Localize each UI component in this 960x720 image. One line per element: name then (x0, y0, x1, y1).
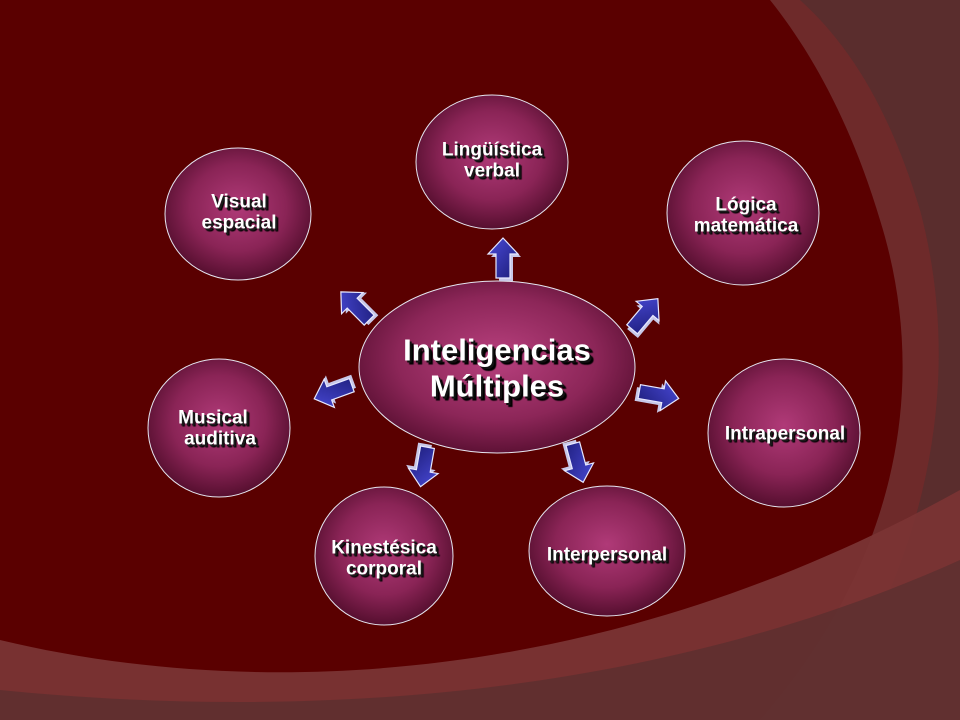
label-intrapersonal: Intrapersonal (725, 423, 845, 444)
node-linguistica (415, 94, 569, 230)
label-visual-line1: Visual (211, 191, 267, 213)
arrow-to-musical-icon (313, 374, 356, 409)
label-logica-line2: matemática (693, 216, 799, 237)
center-title: Inteligencias Múltiples (403, 332, 591, 403)
label-interpersonal: Interpersonal (547, 544, 667, 565)
center-title-line1: Inteligencias (403, 332, 591, 368)
label-visual: Visual espacial (202, 192, 277, 235)
label-kinestesica-line2: corporal (345, 559, 423, 580)
arrow-to-visual-body (340, 291, 375, 326)
arrow-to-interpersonal-body (563, 441, 595, 484)
node-interpersonal (528, 485, 686, 617)
node-visual (164, 147, 312, 281)
arrow-to-intrapersonal-body (637, 379, 680, 412)
label-musical: Musical auditiva (178, 408, 262, 451)
label-musical-line1: Musical (178, 407, 248, 429)
arrow-to-logica-body (625, 298, 660, 335)
decor-band-bottom-inner (0, 560, 960, 720)
arrow-to-interpersonal-icon (560, 439, 595, 484)
label-linguistica-line2: verbal (464, 161, 520, 182)
node-logica (666, 140, 820, 286)
label-intrapersonal-line1: Intrapersonal (724, 423, 846, 445)
label-linguistica-line1: Lingüística (441, 139, 543, 161)
node-musical (147, 358, 291, 498)
label-musical-line2: auditiva (184, 429, 256, 450)
label-visual-line2: espacial (201, 213, 277, 234)
node-center (358, 280, 636, 454)
label-kinestesica: Kinestésica corporal (331, 538, 437, 581)
arrow-to-linguistica-icon (486, 237, 521, 281)
arrow-to-musical-body (313, 377, 355, 409)
label-interpersonal-line1: Interpersonal (546, 544, 668, 566)
label-logica: Lógica matemática (694, 195, 799, 238)
label-logica-line1: Lógica (715, 194, 777, 216)
arrow-to-intrapersonal-icon (634, 379, 680, 413)
arrow-to-kinestesica-body (407, 445, 440, 488)
arrow-to-visual-icon (340, 291, 379, 326)
node-kinestesica (314, 486, 454, 626)
arrow-to-logica-icon (625, 298, 660, 339)
arrow-to-linguistica-body (486, 237, 520, 279)
label-linguistica: Lingüística verbal (442, 140, 542, 183)
node-intrapersonal (707, 358, 861, 508)
arrow-to-kinestesica-icon (406, 442, 440, 488)
label-kinestesica-line1: Kinestésica (331, 537, 437, 559)
center-title-line2: Múltiples (429, 368, 565, 403)
